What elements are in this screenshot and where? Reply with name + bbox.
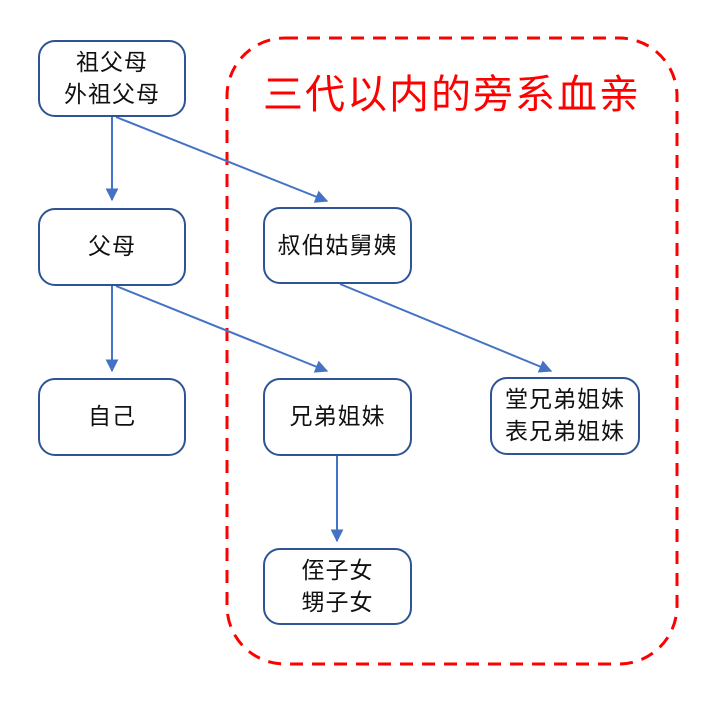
edge-uncles-aunts-cousins xyxy=(339,283,553,373)
node-label: 自己 xyxy=(88,403,136,430)
node-label: 外祖父母 xyxy=(64,80,160,107)
node-cousins: 堂兄弟姐妹 表兄弟姐妹 xyxy=(490,377,640,455)
node-siblings: 兄弟姐妹 xyxy=(263,378,412,456)
node-uncles-aunts: 叔伯姑舅姨 xyxy=(263,207,412,284)
node-label: 甥子女 xyxy=(301,588,374,615)
node-label: 侄子女 xyxy=(301,556,374,583)
dashed-region-border xyxy=(225,36,679,666)
node-label: 祖父母 xyxy=(76,48,148,75)
node-label: 表兄弟姐妹 xyxy=(505,418,625,444)
node-label: 兄弟姐妹 xyxy=(289,403,386,430)
node-label: 父母 xyxy=(88,233,136,260)
node-grandparents: 祖父母 外祖父母 xyxy=(38,40,186,117)
region-title: 三代以内的旁系血亲 xyxy=(263,73,641,117)
edge-grandparents-uncles-aunts xyxy=(115,116,329,203)
node-parents: 父母 xyxy=(38,208,186,286)
node-label: 叔伯姑舅姨 xyxy=(277,231,398,258)
node-self: 自己 xyxy=(38,378,186,456)
node-label: 堂兄弟姐妹 xyxy=(505,386,625,413)
edge-parents-siblings xyxy=(115,285,329,373)
node-nephews-nieces: 侄子女 甥子女 xyxy=(263,548,412,625)
